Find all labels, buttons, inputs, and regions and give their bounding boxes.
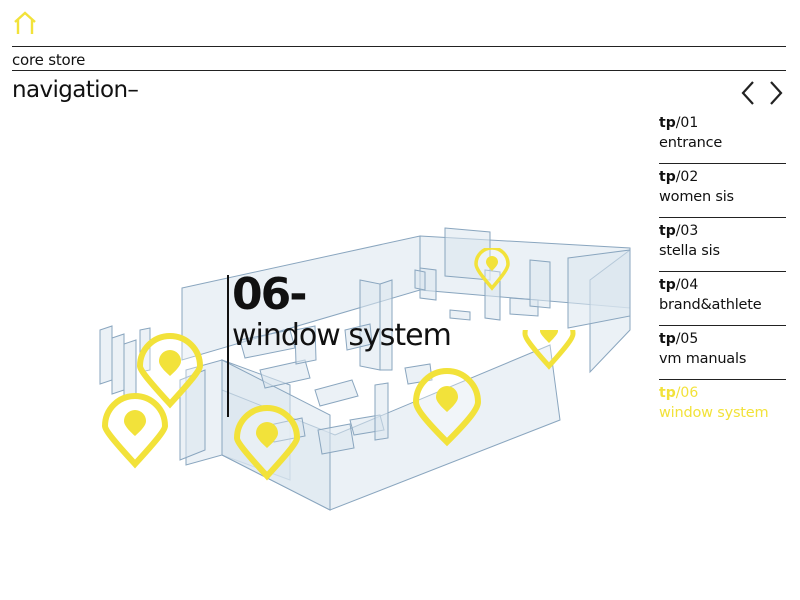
header-divider-bottom — [12, 70, 786, 71]
nav-item-code: tp/04 — [659, 277, 699, 293]
nav-item-code: tp/03 — [659, 223, 699, 239]
location-pin-icon[interactable] — [233, 405, 301, 481]
nav-item-label: vm manuals — [659, 351, 747, 367]
location-pin-icon[interactable] — [101, 393, 169, 469]
nav-item-label: women sis — [659, 189, 734, 205]
nav-item-label: brand&athlete — [659, 297, 762, 313]
header-divider-top — [12, 46, 786, 47]
callout-divider — [227, 275, 229, 417]
location-pin-icon[interactable] — [136, 330, 204, 409]
callout-title: window system — [232, 318, 452, 353]
nav-item-code: tp/05 — [659, 331, 699, 347]
section-label: core store — [12, 51, 86, 69]
home-icon[interactable] — [12, 10, 38, 36]
nav-item-label: stella sis — [659, 243, 720, 259]
nav-item-code: tp/01 — [659, 115, 699, 131]
location-pin-icon[interactable] — [474, 248, 510, 292]
chevron-right-icon[interactable] — [767, 80, 785, 106]
chevron-left-icon[interactable] — [739, 80, 757, 106]
nav-item-stella-sis[interactable]: tp/03 stella sis — [659, 218, 786, 272]
nav-item-code: tp/06 — [659, 385, 699, 401]
nav-item-women-sis[interactable]: tp/02 women sis — [659, 164, 786, 218]
nav-item-brand-athlete[interactable]: tp/04 brand&athlete — [659, 272, 786, 326]
pins-layer — [101, 330, 576, 481]
callout-number: 06- — [232, 269, 307, 320]
nav-item-code: tp/02 — [659, 169, 699, 185]
nav-item-vm-manuals[interactable]: tp/05 vm manuals — [659, 326, 786, 380]
topic-nav-list: tp/01 entrance tp/02 women sis tp/03 ste… — [659, 110, 786, 434]
location-pin-icon[interactable] — [522, 330, 576, 370]
nav-item-label: entrance — [659, 135, 723, 151]
nav-item-entrance[interactable]: tp/01 entrance — [659, 110, 786, 164]
page-title: navigation– — [12, 77, 139, 103]
nav-item-label: window system — [659, 405, 769, 421]
location-pin-icon[interactable] — [412, 368, 482, 447]
nav-item-window-system[interactable]: tp/06 window system — [659, 380, 786, 434]
